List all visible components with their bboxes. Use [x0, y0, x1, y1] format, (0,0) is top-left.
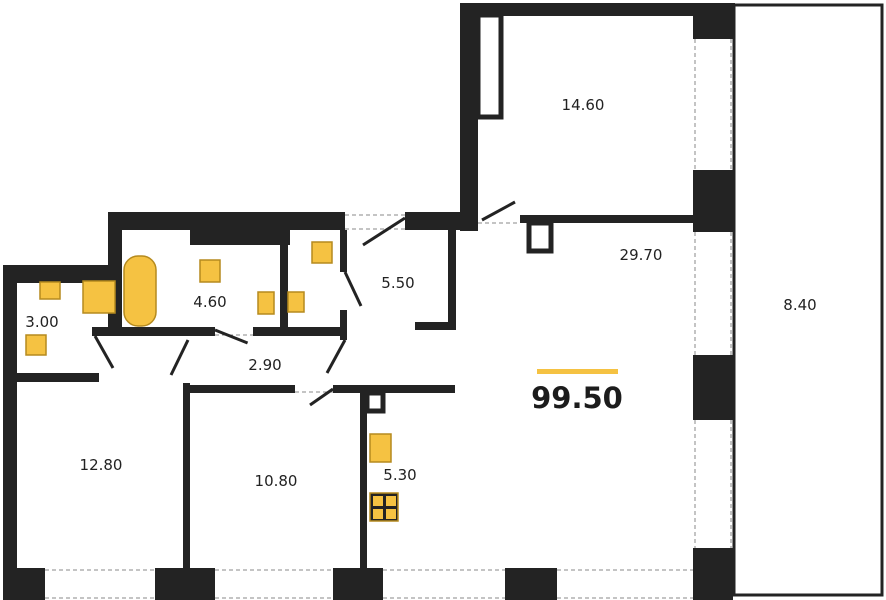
balcony-outline — [732, 3, 884, 597]
door-leaf — [169, 339, 190, 376]
wall — [108, 212, 345, 230]
wall — [360, 393, 367, 600]
room-area-living-room: 29.70 — [619, 246, 663, 264]
wall — [340, 310, 347, 340]
walls — [3, 3, 735, 600]
room-area-bedroom-top: 14.60 — [561, 96, 605, 114]
wall — [17, 373, 99, 382]
bathtub — [123, 255, 157, 327]
door-leaves — [93, 200, 516, 407]
wall — [693, 355, 733, 420]
door-leaf — [214, 328, 249, 345]
wall — [92, 327, 215, 336]
wall — [155, 568, 215, 600]
burner — [373, 496, 383, 506]
wall — [693, 170, 733, 232]
wall — [460, 3, 735, 16]
door-leaf — [93, 335, 115, 369]
room-area-bedroom-left: 12.80 — [79, 456, 123, 474]
wall — [460, 3, 478, 231]
stove-burners — [373, 496, 396, 519]
niches — [364, 12, 554, 414]
shower-tray — [82, 280, 116, 314]
wall — [183, 385, 295, 393]
sink — [287, 291, 305, 313]
total-area: 99.50 — [531, 381, 623, 415]
wall — [405, 212, 478, 230]
fixtures — [25, 241, 399, 522]
toilet — [25, 334, 47, 356]
wall — [3, 265, 122, 283]
wall — [693, 548, 733, 600]
wall — [333, 568, 383, 600]
kitchen-sink — [369, 433, 392, 463]
wall — [505, 568, 557, 600]
wall — [3, 265, 17, 600]
sink — [257, 291, 275, 315]
wall — [415, 322, 456, 330]
toilet — [199, 259, 221, 283]
toilet — [311, 241, 333, 264]
wall — [190, 230, 290, 245]
wall — [280, 230, 288, 327]
shaft — [364, 390, 386, 414]
wall — [520, 215, 693, 223]
wall — [183, 383, 190, 600]
wall — [693, 3, 733, 39]
room-area-balcony: 8.40 — [783, 296, 817, 314]
room-area-bathroom: 4.60 — [193, 293, 227, 311]
wall — [340, 230, 347, 272]
wall — [17, 568, 45, 600]
door-leaf — [325, 339, 347, 374]
total-area-accent-bar — [537, 369, 618, 374]
room-area-hall: 5.50 — [381, 274, 415, 292]
room-area-corridor: 2.90 — [248, 356, 282, 374]
shaft — [526, 220, 554, 254]
door-leaf — [343, 271, 363, 307]
windows — [45, 39, 732, 599]
room-area-kitchen: 5.30 — [383, 466, 417, 484]
room-area-wc: 3.00 — [25, 313, 59, 331]
door-leaf — [309, 387, 334, 407]
burner — [386, 496, 396, 506]
burner — [373, 509, 383, 519]
door-leaf — [362, 216, 406, 247]
door-leaf — [481, 200, 516, 222]
sink — [39, 281, 61, 300]
closet — [475, 12, 504, 120]
wall — [333, 385, 455, 393]
room-area-bedroom-middle: 10.80 — [254, 472, 298, 490]
wall — [253, 327, 345, 336]
burner — [386, 509, 396, 519]
wall — [448, 230, 456, 330]
